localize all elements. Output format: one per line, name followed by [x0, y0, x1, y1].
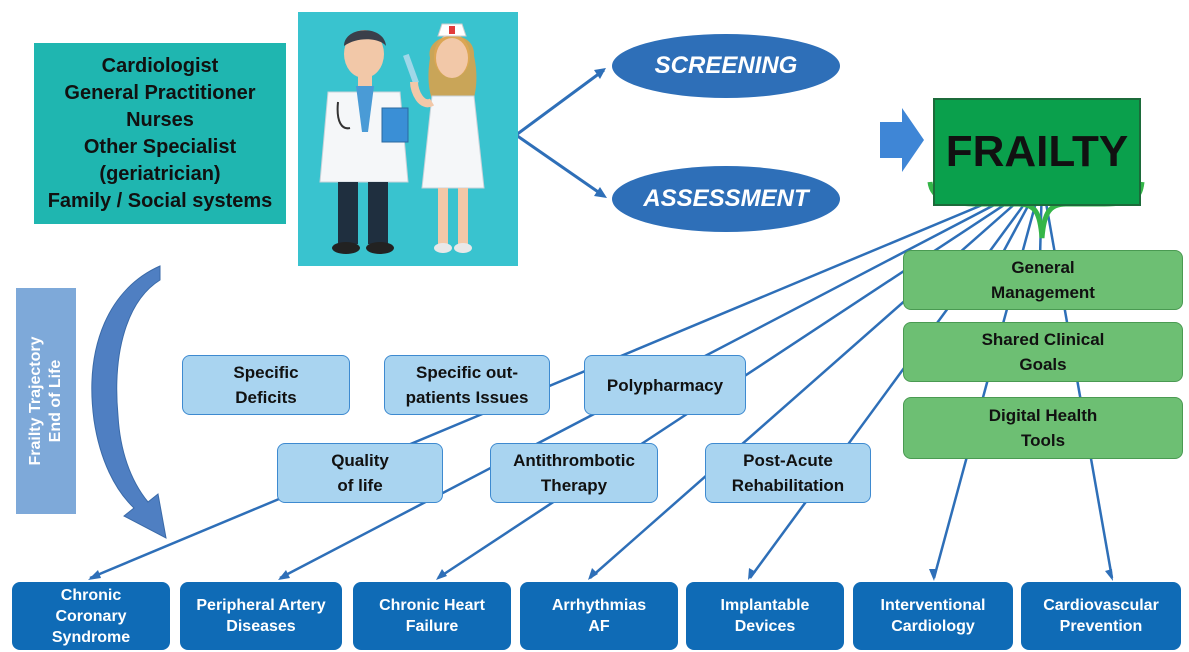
frailty-trajectory-bar: Frailty Trajectory End of Life	[16, 288, 76, 514]
doctor-nurse-illustration	[298, 12, 518, 266]
issue-polypharmacy: Polypharmacy	[584, 355, 746, 415]
connector-to-screening	[515, 68, 605, 137]
issue-outpatient: Specific out-patients Issues	[384, 355, 550, 415]
screening-ellipse: SCREENING	[612, 34, 840, 98]
fan-arrowheads	[88, 568, 1113, 581]
frailty-box: FRAILTY	[933, 98, 1141, 206]
actor-cardiologist: Cardiologist	[101, 54, 219, 77]
frailty-label: FRAILTY	[945, 127, 1129, 176]
trajectory-label: Frailty Trajectory End of Life	[27, 336, 64, 466]
actor-general-practitioner: General Practitioner	[64, 81, 256, 104]
assessment-label: ASSESSMENT	[643, 185, 809, 212]
actor-family-social: Family / Social systems	[47, 189, 273, 212]
block-arrow-to-frailty	[880, 108, 924, 172]
assessment-ellipse: ASSESSMENT	[612, 166, 840, 232]
actor-geriatrician: (geriatrician)	[99, 162, 221, 185]
screening-label: SCREENING	[654, 52, 798, 79]
actor-other-specialist: Other Specialist	[83, 135, 237, 158]
doctor-figure	[319, 30, 409, 254]
nurse-figure	[403, 23, 485, 253]
trajectory-curve-arrow	[91, 265, 167, 539]
actors-box: Cardiologist General Practitioner Nurses…	[34, 43, 286, 224]
arrowhead-screening	[594, 68, 606, 79]
actor-nurses: Nurses	[126, 108, 194, 131]
connector-to-assessment	[515, 133, 605, 198]
arrowhead-assessment	[594, 187, 607, 198]
